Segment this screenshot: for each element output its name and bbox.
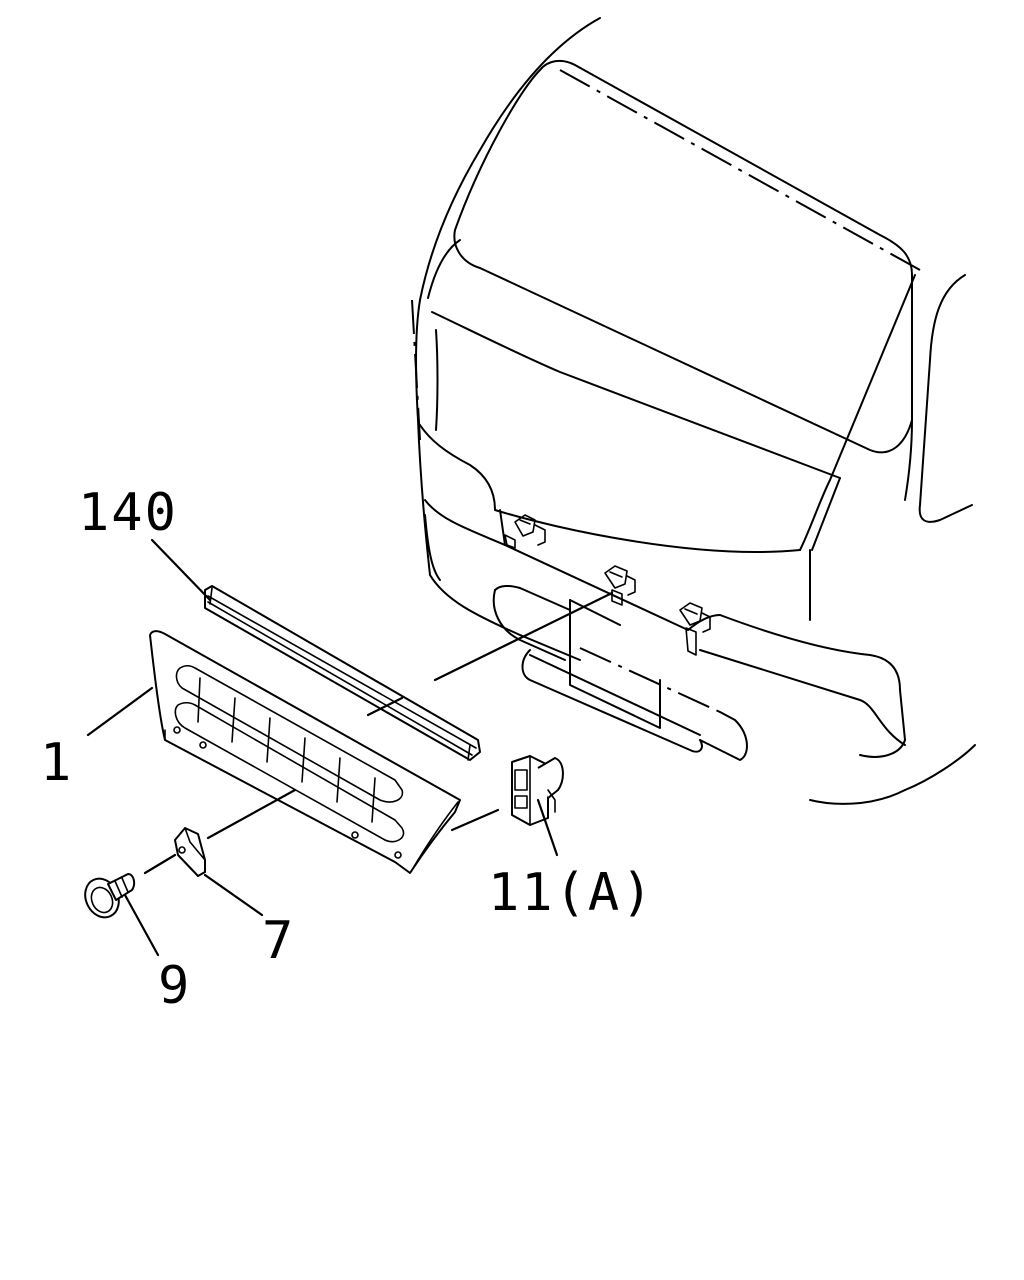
leader-lines [86,538,614,957]
grille-molding-strip [204,585,481,761]
grille-mount-clip-right [679,602,711,656]
callout-1: 1 [40,733,73,793]
callout-140: 140 [78,483,178,543]
vehicle-front-body [411,17,976,805]
radiator-grille [149,630,461,874]
retaining-clip [511,755,564,826]
grille-mount-clip-left [504,514,546,549]
bolt [84,873,136,919]
callout-7: 7 [262,911,295,971]
callout-11a: 11(A) [488,863,655,923]
grille-mount-clip-center [604,565,636,606]
mounting-bracket [174,827,206,877]
callout-9: 9 [158,956,191,1016]
